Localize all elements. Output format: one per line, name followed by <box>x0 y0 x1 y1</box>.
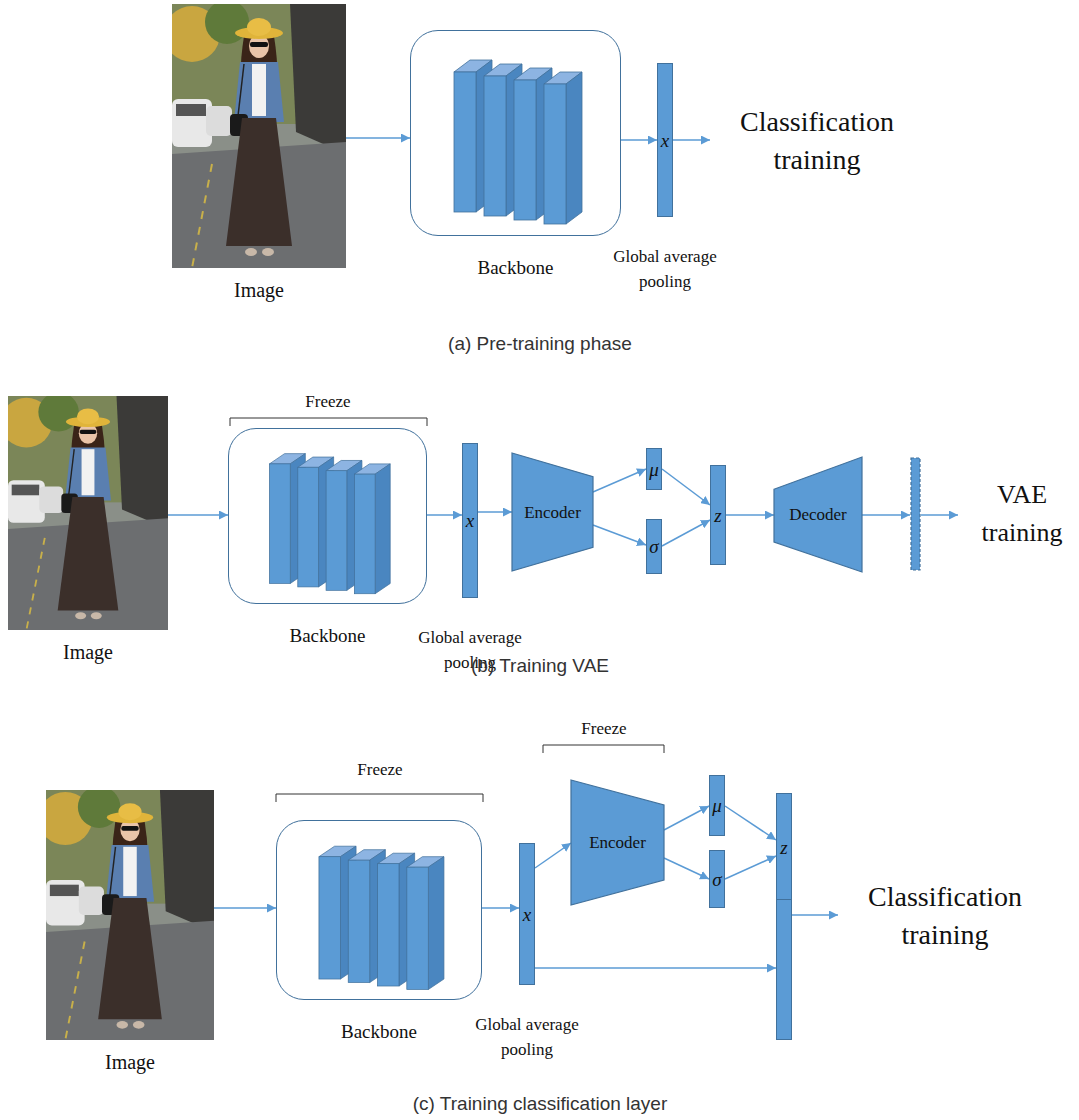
backbone-block: Backbone <box>228 428 427 604</box>
flow-arrow <box>664 858 709 879</box>
feature-vector: z <box>776 793 792 1040</box>
feature-vector: σ <box>709 850 725 908</box>
flow-arrow <box>593 525 646 545</box>
freeze-label: Freeze <box>320 760 440 780</box>
feature-vector: xGlobal average pooling <box>462 443 478 598</box>
output-arrow <box>862 514 910 516</box>
outcome-label: Classification training <box>840 878 1050 954</box>
outcome-label: VAE training <box>970 476 1074 552</box>
flow-arrow <box>621 139 657 141</box>
node-heading: Image <box>70 1050 190 1074</box>
feature-vector: σ <box>646 519 662 574</box>
flow-arrow <box>662 520 710 546</box>
flow-arrow <box>593 469 646 492</box>
encoder-trapezoid: Encoder <box>571 780 664 905</box>
freeze-bracket <box>543 745 664 753</box>
feature-vector: μ <box>709 775 725 836</box>
trapezoid-shape <box>512 453 593 571</box>
flow-arrow <box>725 806 776 840</box>
trapezoid-shape <box>571 780 664 905</box>
output-arrow <box>921 514 958 516</box>
backbone-layers <box>269 454 390 594</box>
concat-divider <box>777 899 791 900</box>
panel-caption: (a) Pre-training phase <box>290 333 790 355</box>
node-heading: Backbone <box>309 1021 449 1043</box>
feature-vector: xGlobal average pooling <box>519 843 535 985</box>
encoder-trapezoid: Encoder <box>512 453 593 571</box>
freeze-bracket <box>276 794 483 802</box>
flow-arrow <box>726 514 774 516</box>
node-heading: Global average pooling <box>461 1012 593 1062</box>
input-photo <box>164 0 346 268</box>
node-heading: Image <box>199 278 319 302</box>
outcome-label: Classification training <box>712 103 922 179</box>
reconstruction-vector <box>911 458 920 570</box>
node-text: μ <box>649 460 659 479</box>
flow-arrow <box>535 843 571 868</box>
input-photo <box>1 392 168 630</box>
backbone-block: Backbone <box>410 30 621 236</box>
flow-arrow <box>168 514 228 516</box>
backbone-layers <box>319 846 444 989</box>
image-thumbnail: Image <box>46 790 214 1040</box>
flow-arrow <box>664 806 709 830</box>
node-text: x <box>661 131 669 150</box>
flow-arrow <box>482 907 519 909</box>
freeze-brackets <box>230 418 664 802</box>
node-text: x <box>523 905 531 924</box>
image-thumbnail: Image <box>8 396 168 630</box>
input-photo <box>38 786 214 1040</box>
feature-vector: z <box>710 465 726 565</box>
freeze-label: Freeze <box>268 392 388 412</box>
trapezoid-shape <box>774 457 862 572</box>
node-heading: Global average pooling <box>599 244 731 294</box>
panel-caption: (c) Training classification layer <box>290 1093 790 1115</box>
node-text: Encoder <box>524 504 581 521</box>
node-text: σ <box>649 537 658 556</box>
backbone-block: Backbone <box>276 820 482 1000</box>
node-text: Encoder <box>589 834 646 851</box>
node-text: μ <box>712 796 722 815</box>
node-text: z <box>714 506 721 525</box>
output-arrow <box>673 139 710 141</box>
freeze-bracket <box>230 418 427 426</box>
backbone-layers <box>454 60 582 224</box>
flow-arrow <box>346 137 410 139</box>
node-text: z <box>780 838 787 857</box>
decoder-trapezoid: Decoder <box>774 457 862 572</box>
node-heading: Image <box>28 640 148 664</box>
connectors <box>168 138 776 968</box>
output-arrow <box>792 914 838 916</box>
image-thumbnail: Image <box>172 4 346 268</box>
node-text: σ <box>712 870 721 889</box>
flow-arrow <box>214 907 276 909</box>
feature-vector: μ <box>646 448 662 490</box>
flow-arrow <box>535 967 776 969</box>
flow-arrow <box>478 511 512 513</box>
freeze-label: Freeze <box>544 719 664 739</box>
node-text: Decoder <box>789 506 847 523</box>
node-heading: Backbone <box>446 257 586 279</box>
node-heading: Backbone <box>258 625 398 647</box>
feature-vector: xGlobal average pooling <box>657 63 673 217</box>
flow-arrow <box>427 514 462 516</box>
flow-arrow <box>662 469 710 505</box>
node-text: x <box>466 511 474 530</box>
panel-caption: (b) Training VAE <box>290 655 790 677</box>
flow-arrow <box>725 856 776 879</box>
